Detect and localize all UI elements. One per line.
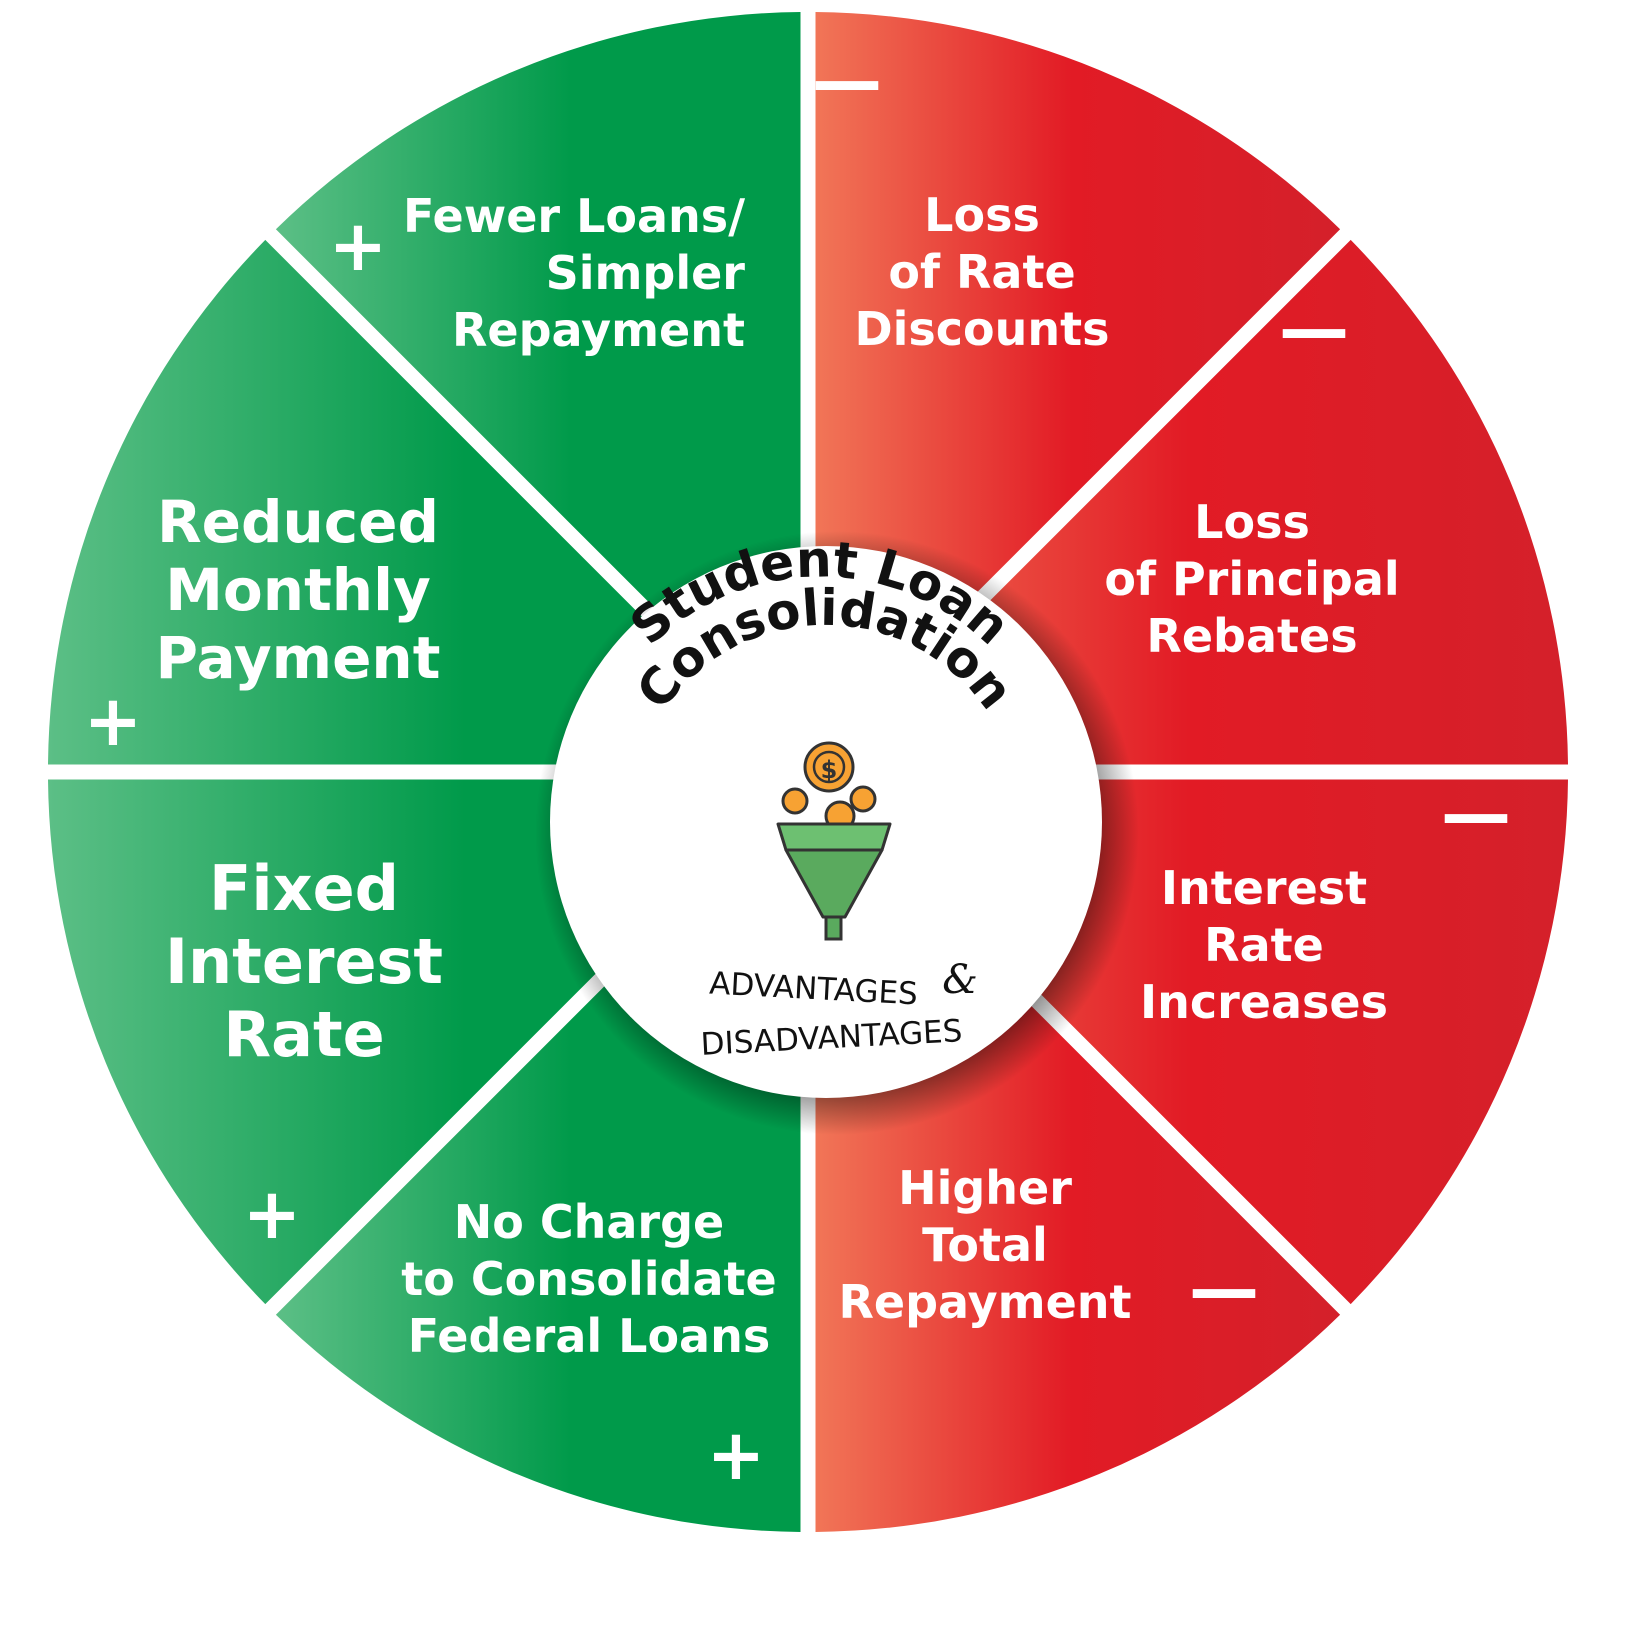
segment-label-line: Reduced <box>157 488 439 556</box>
segment-label-line: Loss <box>1194 495 1310 549</box>
segment-label-line: of Rate <box>888 245 1075 299</box>
plus-icon: + <box>243 1173 302 1255</box>
segment-label-line: Total <box>922 1218 1048 1272</box>
segment-label-line: Fixed <box>209 852 399 925</box>
center-hub: Student Loan Consolidation $ ADVANTAGES … <box>535 530 1139 1135</box>
coin-left-icon <box>781 787 809 815</box>
segment-label-line: Discounts <box>854 302 1109 356</box>
hub-ampersand: & <box>942 957 978 1003</box>
segment-label-line: of Principal <box>1104 552 1399 606</box>
segment-label-line: Higher <box>898 1161 1072 1215</box>
segment-label-line: Rate <box>1204 918 1324 972</box>
svg-text:$: $ <box>821 756 838 784</box>
segment-label-line: to Consolidate <box>401 1252 776 1306</box>
plus-icon: + <box>329 205 388 287</box>
coin-dollar-icon <box>803 741 855 793</box>
segment-label-line: Loss <box>924 188 1040 242</box>
minus-icon: — <box>1189 1248 1259 1330</box>
minus-icon: — <box>1279 288 1349 370</box>
minus-icon: — <box>812 40 882 122</box>
segment-label-line: Monthly <box>165 556 431 624</box>
segment-label-line: Simpler <box>546 246 746 300</box>
segment-label-line: Rebates <box>1146 609 1357 663</box>
segment-label-line: Repayment <box>838 1275 1131 1329</box>
segment-label-line: Repayment <box>452 303 745 357</box>
segment-label-line: Federal Loans <box>408 1309 770 1363</box>
funnel-coins-icon: $ <box>776 741 892 941</box>
minus-icon: — <box>1441 773 1511 855</box>
segment-label-line: Payment <box>156 624 441 692</box>
plus-icon: + <box>84 680 143 762</box>
segment-label-line: Interest <box>1161 861 1367 915</box>
segment-label-line: No Charge <box>454 1195 724 1249</box>
coin-right-icon <box>849 785 877 813</box>
plus-icon: + <box>707 1414 766 1496</box>
segment-label-line: Rate <box>223 998 384 1071</box>
segment-label-line: Increases <box>1140 975 1388 1029</box>
segment-label-line: Fewer Loans/ <box>403 189 745 243</box>
segment-label-line: Interest <box>165 925 443 998</box>
